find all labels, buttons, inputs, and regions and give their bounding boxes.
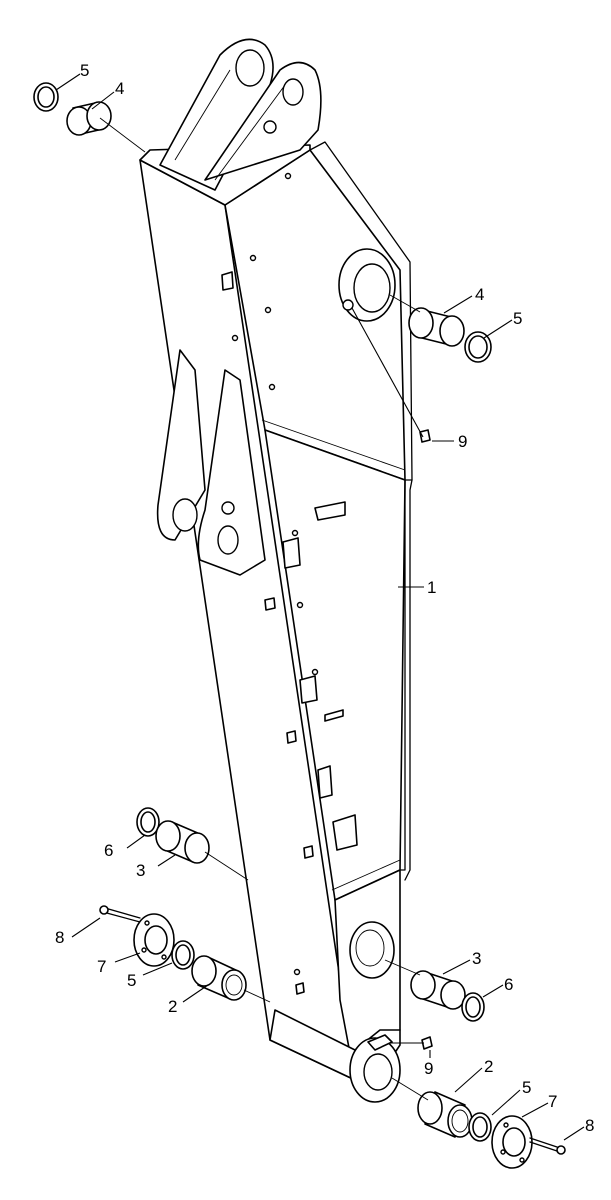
axis-line-left-1	[204, 851, 249, 881]
plate-details	[221, 172, 358, 995]
bolt-8b	[529, 1137, 566, 1155]
bushing-4a	[66, 101, 112, 136]
grease-fitting-9b	[390, 1036, 433, 1050]
callout-3b: 3	[472, 949, 481, 968]
axis-line-right-1	[384, 959, 421, 976]
callout-7a: 7	[97, 957, 106, 976]
callout-5a: 5	[80, 61, 89, 80]
shim-ring-5a	[33, 82, 59, 112]
plate-7b	[491, 1115, 533, 1169]
shim-ring-5d	[468, 1112, 492, 1142]
top-bracket	[159, 38, 322, 191]
callout-5b: 5	[513, 309, 522, 328]
grease-fitting-9a	[351, 307, 431, 443]
callout-1: 1	[427, 578, 436, 597]
callout-2a: 2	[168, 997, 177, 1016]
bushing-2a	[191, 955, 247, 1001]
axis-line-upper	[389, 294, 421, 313]
axis-line-left-2	[243, 989, 271, 1003]
bushing-3a	[155, 820, 210, 864]
callout-2b: 2	[484, 1057, 493, 1076]
bottom-pin-boss	[349, 1034, 401, 1103]
plate-7a	[133, 913, 175, 967]
leader-lines	[55, 73, 585, 1141]
callout-6a: 6	[104, 841, 113, 860]
shim-ring-5b	[464, 331, 492, 363]
shim-ring-6b	[461, 992, 485, 1022]
shim-ring-5c	[171, 940, 195, 970]
callout-3a: 3	[136, 861, 145, 880]
callout-5d: 5	[522, 1078, 531, 1097]
axis-line-top	[99, 117, 146, 153]
callout-6b: 6	[504, 975, 513, 994]
callout-4b: 4	[475, 285, 484, 304]
callout-5c: 5	[127, 971, 136, 990]
bushing-3b	[410, 970, 466, 1010]
bushing-4b	[408, 307, 465, 347]
upper-pin-boss	[338, 248, 396, 322]
callout-9a: 9	[458, 432, 467, 451]
callout-8a: 8	[55, 928, 64, 947]
callout-8b: 8	[585, 1116, 594, 1135]
shim-ring-6a	[136, 807, 160, 837]
axis-line-right-2	[391, 1077, 429, 1101]
callout-7b: 7	[548, 1092, 557, 1111]
side-gusset	[156, 349, 266, 576]
callout-9b: 9	[424, 1059, 433, 1078]
bolt-8a	[99, 905, 141, 923]
callout-4a: 4	[115, 79, 124, 98]
lower-pin-boss	[349, 921, 395, 979]
